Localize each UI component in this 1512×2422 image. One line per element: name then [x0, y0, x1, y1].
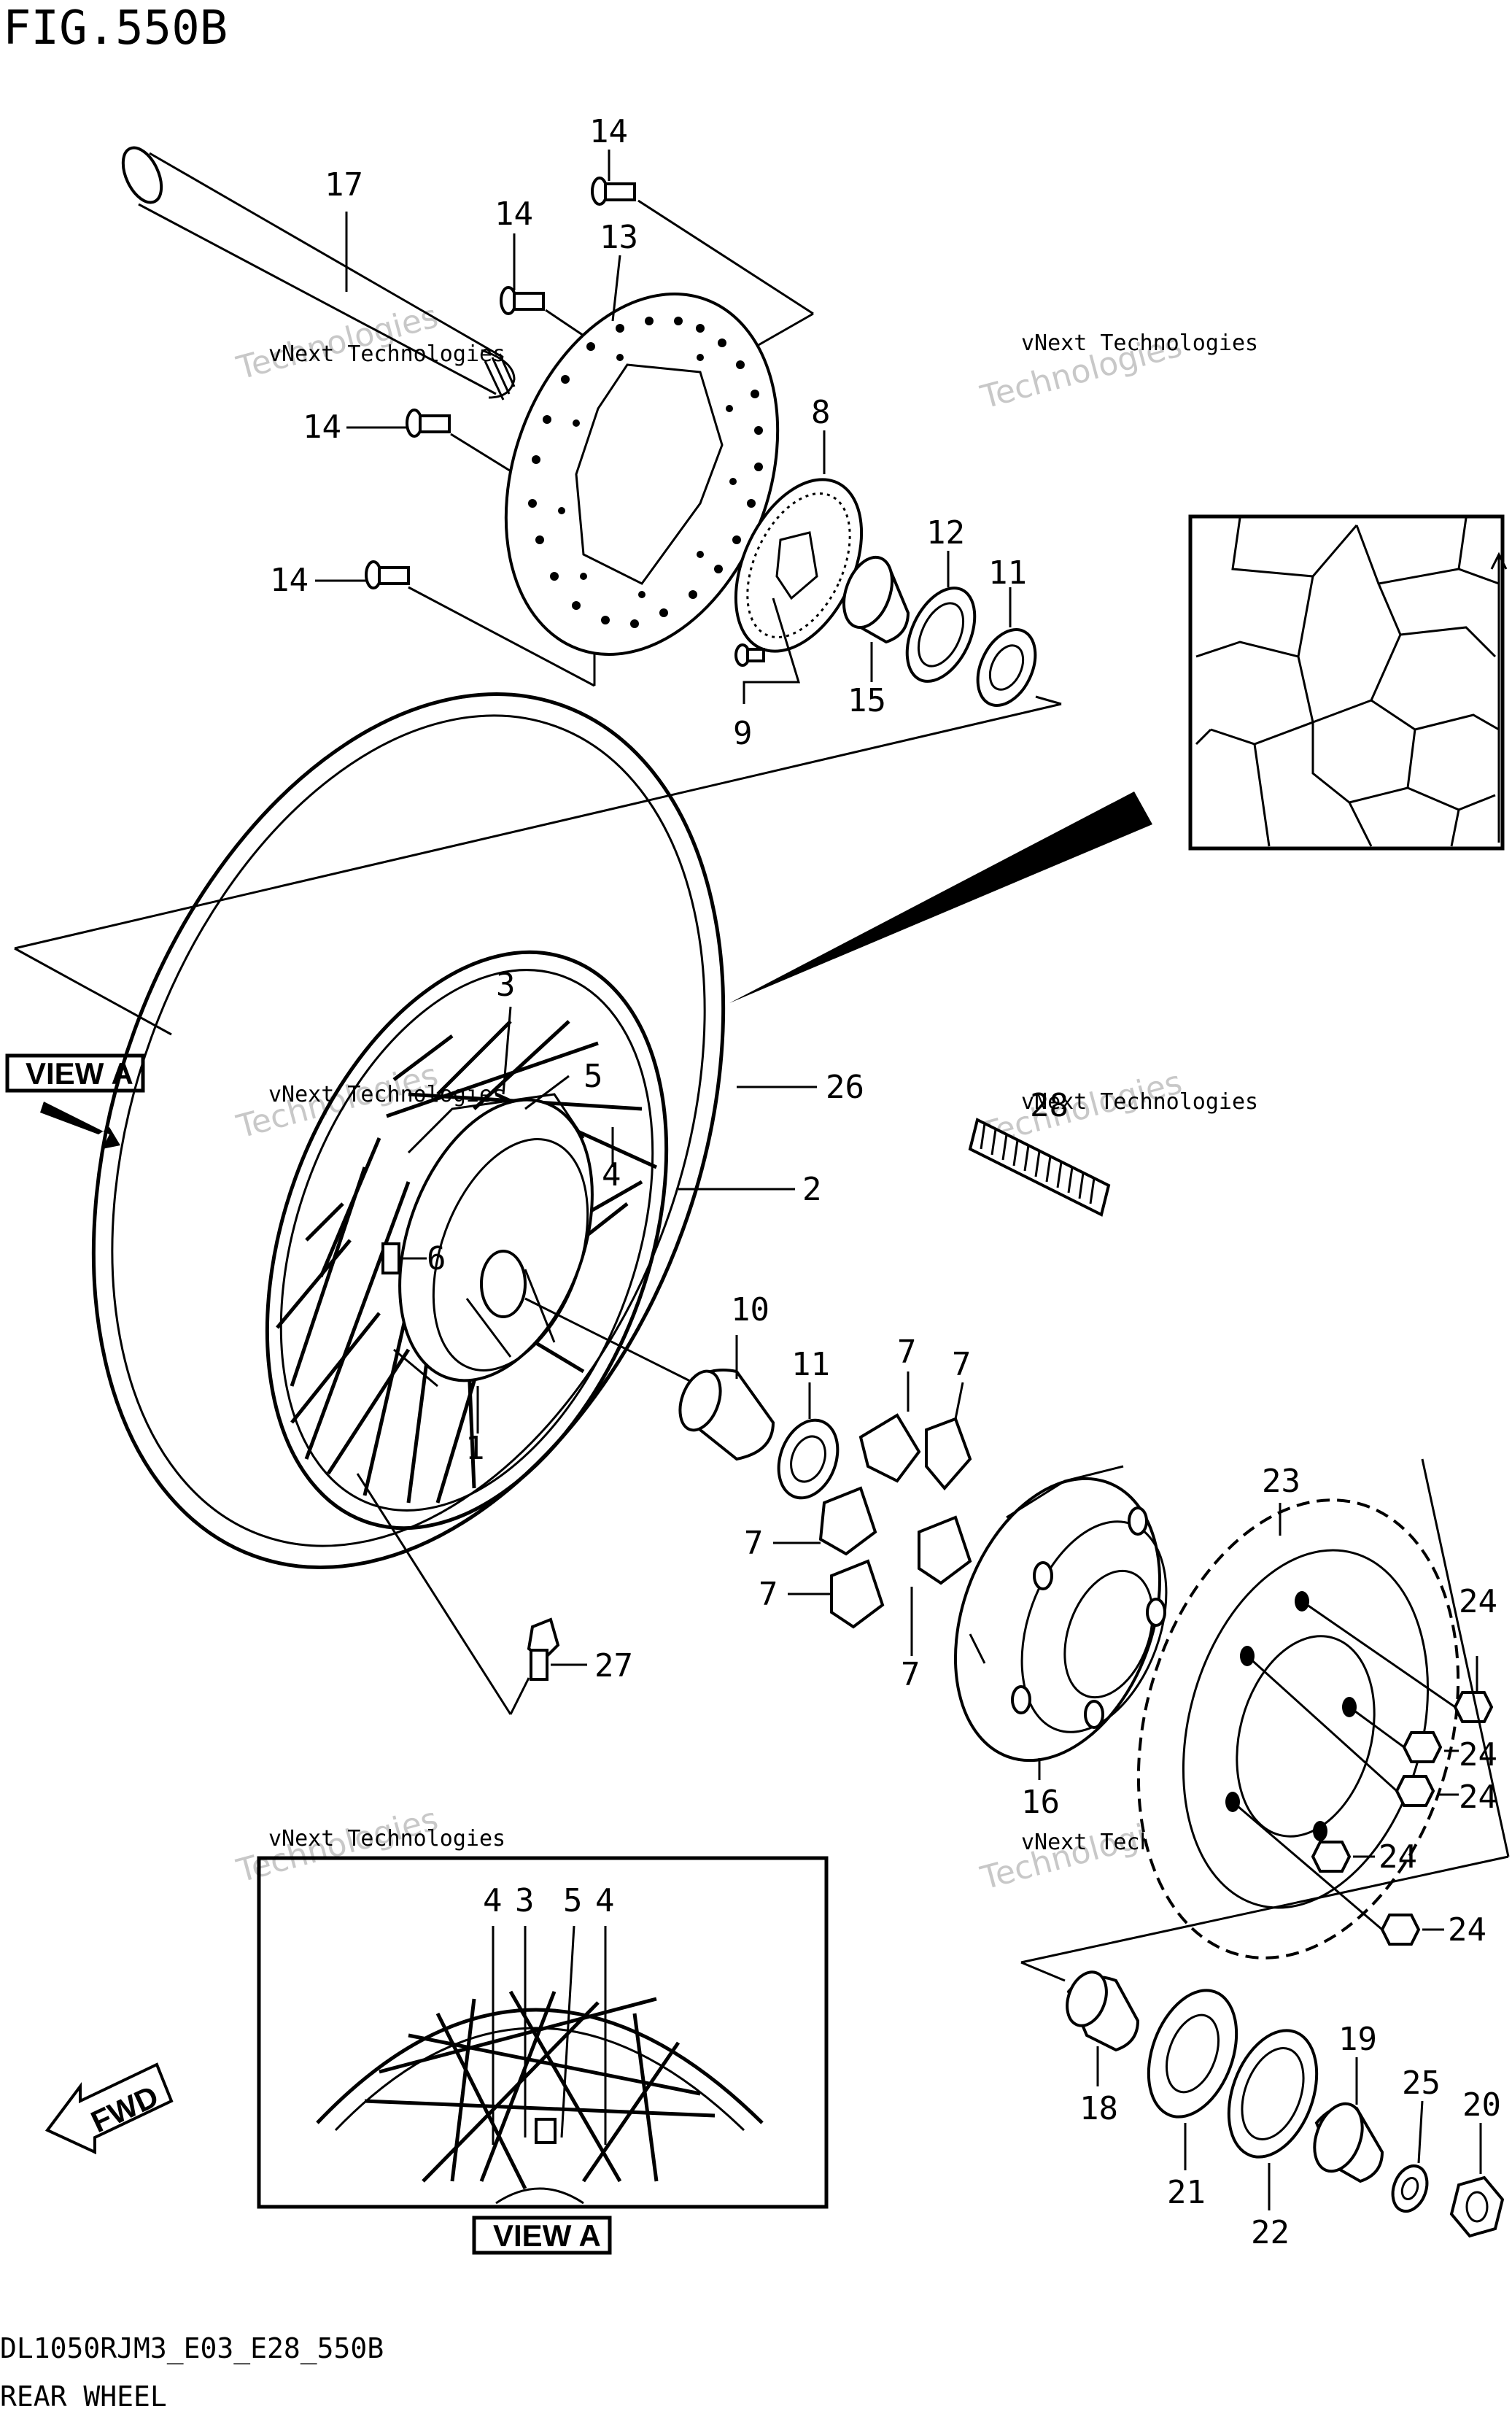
- callout-6: 6: [427, 1240, 446, 1277]
- watermark-text: vNext Technologies: [268, 341, 505, 367]
- callout-14: 14: [589, 113, 628, 150]
- tire-valve: 27: [527, 1617, 633, 1684]
- callout-7: 7: [901, 1656, 920, 1693]
- figure-title: FIG.550B: [3, 1, 228, 55]
- callout-5: 5: [584, 1058, 603, 1095]
- view-callout-3: 3: [515, 1882, 535, 1919]
- callout-25: 25: [1402, 2065, 1441, 2102]
- rear-sprocket: 23: [1136, 1463, 1460, 1959]
- callout-14: 14: [270, 562, 309, 599]
- perspective-lines: [14, 703, 1062, 1715]
- callout-13: 13: [600, 219, 638, 256]
- callout-28: 28: [1030, 1087, 1069, 1124]
- callout-7: 7: [744, 1525, 764, 1562]
- watermark-text: vNext Technologies: [1021, 330, 1258, 356]
- callout-26: 26: [826, 1069, 864, 1106]
- rear-wheel-assembly: 6 3 5 4 2 26 1: [91, 692, 864, 1569]
- sprocket-nuts: 24 24 24 24 24: [1232, 1458, 1510, 1949]
- callout-3: 3: [496, 967, 516, 1004]
- oil-seal-12: 12: [905, 514, 977, 683]
- bearing-11-lower: 11: [777, 1346, 840, 1500]
- callout-24: 24: [1459, 1779, 1497, 1816]
- leader-line: [1035, 695, 1062, 705]
- callout-11: 11: [988, 554, 1027, 592]
- callout-14: 14: [303, 409, 341, 446]
- axle: 17: [121, 146, 516, 401]
- watermark-text: vNext Technologies: [268, 1826, 505, 1852]
- tread-pattern-inset: [1188, 514, 1508, 851]
- figure-name: REAR WHEEL: [0, 2380, 167, 2413]
- callout-11: 11: [791, 1346, 830, 1383]
- spacer-10: 10: [678, 1291, 775, 1461]
- view-callout-4: 4: [483, 1882, 503, 1919]
- sprocket-drum: 16: [953, 1465, 1168, 1821]
- callout-8: 8: [811, 394, 831, 431]
- callout-24: 24: [1459, 1736, 1497, 1773]
- callout-15: 15: [848, 682, 886, 719]
- spacer-15: 15: [842, 555, 910, 719]
- fwd-arrow: FWD: [44, 2062, 174, 2155]
- view-a-detail: 4 3 5 4 VIEW A: [257, 1856, 829, 2255]
- figure-code: DL1050RJM3_E03_E28_550B: [0, 2332, 384, 2365]
- view-a-detail-label: VIEW A: [493, 2218, 601, 2253]
- view-a-label: VIEW A: [26, 1056, 133, 1091]
- callout-16: 16: [1021, 1784, 1060, 1821]
- view-callout-4: 4: [595, 1882, 615, 1919]
- callout-9: 9: [733, 715, 753, 752]
- callout-23: 23: [1262, 1463, 1300, 1500]
- callout-12: 12: [926, 514, 965, 552]
- callout-7: 7: [759, 1576, 778, 1613]
- view-a-callout: VIEW A: [5, 1053, 145, 1149]
- callout-20: 20: [1462, 2086, 1501, 2124]
- bearing-11-upper: 11: [976, 554, 1037, 707]
- callout-1: 1: [465, 1430, 485, 1467]
- damper-cushions: 7 7 7 7 7: [744, 1334, 972, 1693]
- callout-21: 21: [1167, 2174, 1206, 2211]
- brake-disc: 13: [504, 219, 780, 656]
- callout-24: 24: [1379, 1838, 1417, 1876]
- callout-19: 19: [1338, 2021, 1377, 2058]
- callout-10: 10: [731, 1291, 769, 1328]
- view-pointer-arrow: [729, 792, 1152, 1003]
- callout-22: 22: [1251, 2214, 1290, 2251]
- callout-7: 7: [897, 1334, 917, 1371]
- view-callout-5: 5: [563, 1882, 583, 1919]
- callout-7: 7: [952, 1346, 972, 1383]
- callout-4: 4: [602, 1156, 621, 1193]
- callout-18: 18: [1079, 2090, 1118, 2127]
- callout-27: 27: [594, 1647, 633, 1684]
- callout-24: 24: [1448, 1911, 1486, 1949]
- balance-weight-28: 28: [968, 1087, 1111, 1217]
- drum-parts: 18 21 22 19 25 20: [1020, 1855, 1509, 2251]
- callout-2: 2: [802, 1171, 822, 1208]
- watermark-text: vNext Technologies: [268, 1082, 505, 1107]
- watermark-text: vNext Technologies: [1021, 1089, 1258, 1115]
- callout-14: 14: [495, 196, 533, 233]
- callout-17: 17: [325, 166, 363, 204]
- rotor-screw: 9: [733, 597, 801, 752]
- callout-24: 24: [1459, 1583, 1497, 1620]
